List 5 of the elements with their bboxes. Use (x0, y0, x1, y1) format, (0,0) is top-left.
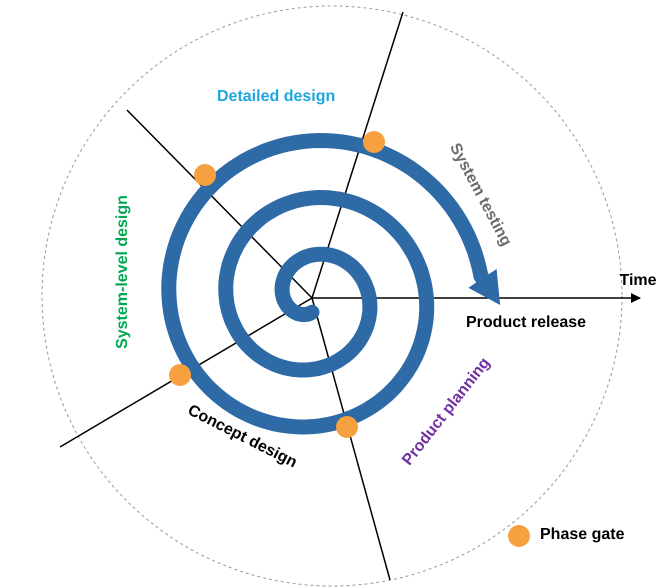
phase-label: Time (620, 272, 657, 290)
phase-label: System-level design (114, 195, 132, 349)
phase-label: Detailed design (217, 88, 336, 106)
legend-label: Phase gate (540, 526, 624, 544)
phase-label: Product release (466, 314, 586, 332)
